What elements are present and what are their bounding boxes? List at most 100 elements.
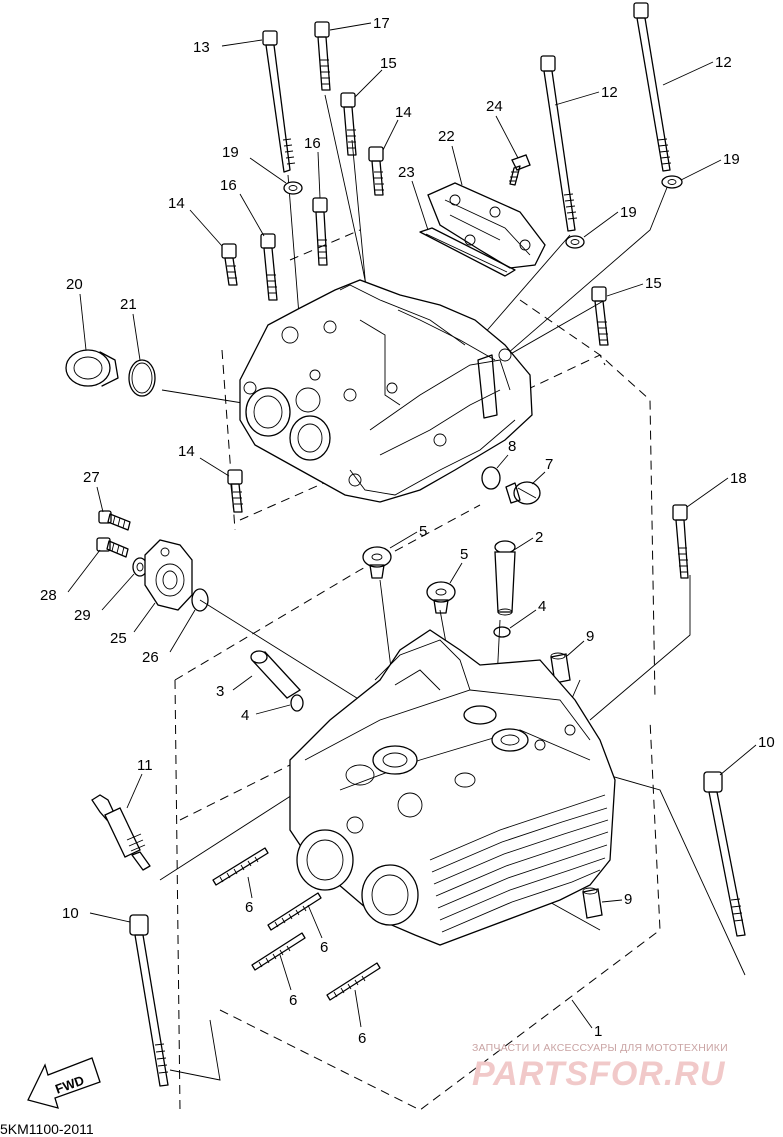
o-ring-21 [128, 359, 156, 397]
valve-guide-2 [494, 540, 516, 616]
dowel-pin-9-a [550, 652, 571, 684]
cylinder-head-cover [239, 279, 533, 503]
callout-14-left: 14 [168, 195, 223, 247]
callout-20: 20 [66, 276, 87, 351]
svg-text:11: 11 [137, 757, 153, 774]
svg-text:6: 6 [358, 1030, 366, 1047]
callout-14-top: 14 [382, 104, 412, 151]
svg-text:23: 23 [398, 164, 415, 181]
svg-text:17: 17 [373, 15, 390, 32]
svg-text:14: 14 [395, 104, 412, 121]
stud-6-d [326, 962, 381, 1001]
callout-15-right: 15 [606, 275, 662, 297]
bolt-18 [672, 504, 689, 579]
callout-4-a: 4 [509, 598, 546, 629]
callout-26: 26 [142, 609, 196, 666]
callout-2: 2 [513, 529, 543, 551]
svg-text:13: 13 [193, 39, 210, 56]
retainer-5-b [426, 581, 456, 614]
callout-12-a: 12 [662, 54, 732, 86]
washer-19-a [283, 181, 303, 195]
svg-text:8: 8 [508, 438, 516, 455]
diagram-code: 5KM1100-2011 [0, 1121, 94, 1137]
bolt-15-top [340, 92, 357, 156]
watermark-logo: PARTSFOR.RU [472, 1055, 726, 1093]
housing-25 [144, 539, 193, 611]
bolt-14-top [368, 146, 384, 196]
bolt-14-left [221, 243, 238, 286]
bolt-16-b [260, 233, 278, 301]
callout-10-left: 10 [62, 905, 131, 923]
retainer-5-a [362, 546, 392, 579]
bolt-13 [262, 30, 296, 173]
svg-text:9: 9 [586, 628, 594, 645]
screw-24 [509, 154, 531, 186]
callout-10-right: 10 [719, 734, 775, 776]
svg-text:19: 19 [620, 204, 637, 221]
callout-29: 29 [74, 573, 135, 624]
svg-text:4: 4 [241, 707, 249, 724]
svg-text:6: 6 [245, 899, 253, 916]
svg-text:15: 15 [645, 275, 662, 292]
callout-5-a: 5 [389, 523, 427, 549]
dowel-pin-9-b [582, 887, 603, 919]
svg-text:14: 14 [168, 195, 185, 212]
svg-text:5: 5 [419, 523, 427, 540]
svg-text:24: 24 [486, 98, 503, 115]
svg-text:12: 12 [601, 84, 618, 101]
svg-text:12: 12 [715, 54, 732, 71]
callout-16-a: 16 [304, 135, 321, 199]
o-ring-26 [191, 588, 209, 612]
callout-24: 24 [486, 98, 519, 159]
callout-19-c: 19 [583, 204, 637, 238]
callout-14-lower: 14 [178, 443, 230, 477]
callout-1: 1 [571, 999, 602, 1040]
svg-text:26: 26 [142, 649, 159, 666]
callout-6-d: 6 [354, 989, 366, 1047]
callout-27: 27 [83, 469, 104, 513]
bolt-17 [314, 21, 331, 91]
cap-20 [65, 349, 119, 387]
watermark-tagline: ЗАПЧАСТИ И АКСЕССУАРЫ ДЛЯ МОТОТЕХНИКИ [472, 1042, 728, 1054]
bolt-12-mid [540, 55, 578, 232]
callout-23: 23 [398, 164, 429, 231]
svg-text:5: 5 [460, 546, 468, 563]
callout-19-a: 19 [222, 144, 287, 184]
callout-12-b: 12 [554, 84, 618, 106]
bolt-12-right [633, 2, 672, 172]
bolt-15-right [591, 286, 609, 346]
bolt-10-left [129, 914, 169, 1087]
bolt-10-right [703, 771, 746, 937]
callout-17: 17 [329, 15, 390, 32]
svg-text:10: 10 [62, 905, 79, 922]
callout-15-top: 15 [354, 55, 397, 98]
callout-3: 3 [216, 675, 253, 700]
svg-text:21: 21 [120, 296, 137, 313]
stud-6-c [251, 932, 306, 971]
callout-19-b: 19 [680, 151, 740, 181]
svg-text:4: 4 [538, 598, 546, 615]
o-ring-8 [481, 466, 501, 490]
callout-6-a: 6 [245, 876, 253, 916]
svg-text:19: 19 [222, 144, 239, 161]
svg-text:15: 15 [380, 55, 397, 72]
stud-6-b [267, 892, 322, 931]
svg-text:7: 7 [545, 456, 553, 473]
fwd-arrow-icon: FWD [27, 1057, 101, 1109]
washer-19-b [565, 235, 585, 249]
clip-4-b [290, 694, 304, 712]
svg-text:1: 1 [594, 1023, 602, 1040]
callout-13: 13 [193, 39, 263, 56]
valve-guide-3 [250, 650, 302, 699]
callout-11: 11 [126, 757, 153, 809]
callout-22: 22 [438, 128, 463, 186]
callout-6-b: 6 [307, 904, 328, 956]
svg-text:10: 10 [758, 734, 775, 751]
svg-text:19: 19 [723, 151, 740, 168]
callout-6-c: 6 [279, 954, 297, 1009]
washer-19-c [661, 175, 683, 189]
svg-text:16: 16 [304, 135, 321, 152]
svg-text:18: 18 [730, 470, 747, 487]
callout-8: 8 [496, 438, 516, 469]
